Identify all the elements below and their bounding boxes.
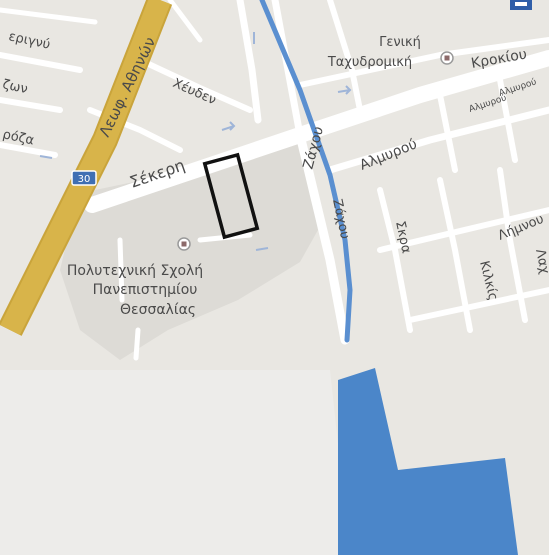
minor-roads — [0, 0, 549, 361]
street-label-left-3: ρόζα — [1, 127, 35, 148]
route-number: 30 — [78, 174, 91, 185]
svg-text:Πανεπιστημίου: Πανεπιστημίου — [93, 282, 198, 298]
open-land-area — [0, 370, 350, 555]
street-label-skra: Σκρα — [392, 220, 413, 255]
svg-text:Ταχυδρομική: Ταχυδρομική — [327, 55, 412, 70]
post-office-marker-icon[interactable] — [440, 51, 454, 65]
svg-text:Πολυτεχνική Σχολή: Πολυτεχνική Σχολή — [67, 263, 203, 279]
street-label-lach: Λαχ — [532, 248, 549, 276]
highlighted-building-outline[interactable] — [202, 152, 260, 240]
svg-text:Θεσσαλίας: Θεσσαλίας — [120, 302, 196, 318]
one-way-arrows — [39, 32, 352, 251]
svg-text:Γενική: Γενική — [379, 35, 421, 50]
river — [259, 0, 353, 343]
school-label: Πολυτεχνική Σχολή Πανεπιστημίου Θεσσαλία… — [67, 263, 203, 318]
water-body — [338, 368, 518, 555]
street-label-left-2: ζων — [1, 77, 29, 97]
route-shield-icon: 30 — [71, 170, 97, 186]
post-office-label: Γενική Ταχυδρομική — [327, 35, 421, 70]
school-marker-icon[interactable] — [177, 237, 191, 251]
